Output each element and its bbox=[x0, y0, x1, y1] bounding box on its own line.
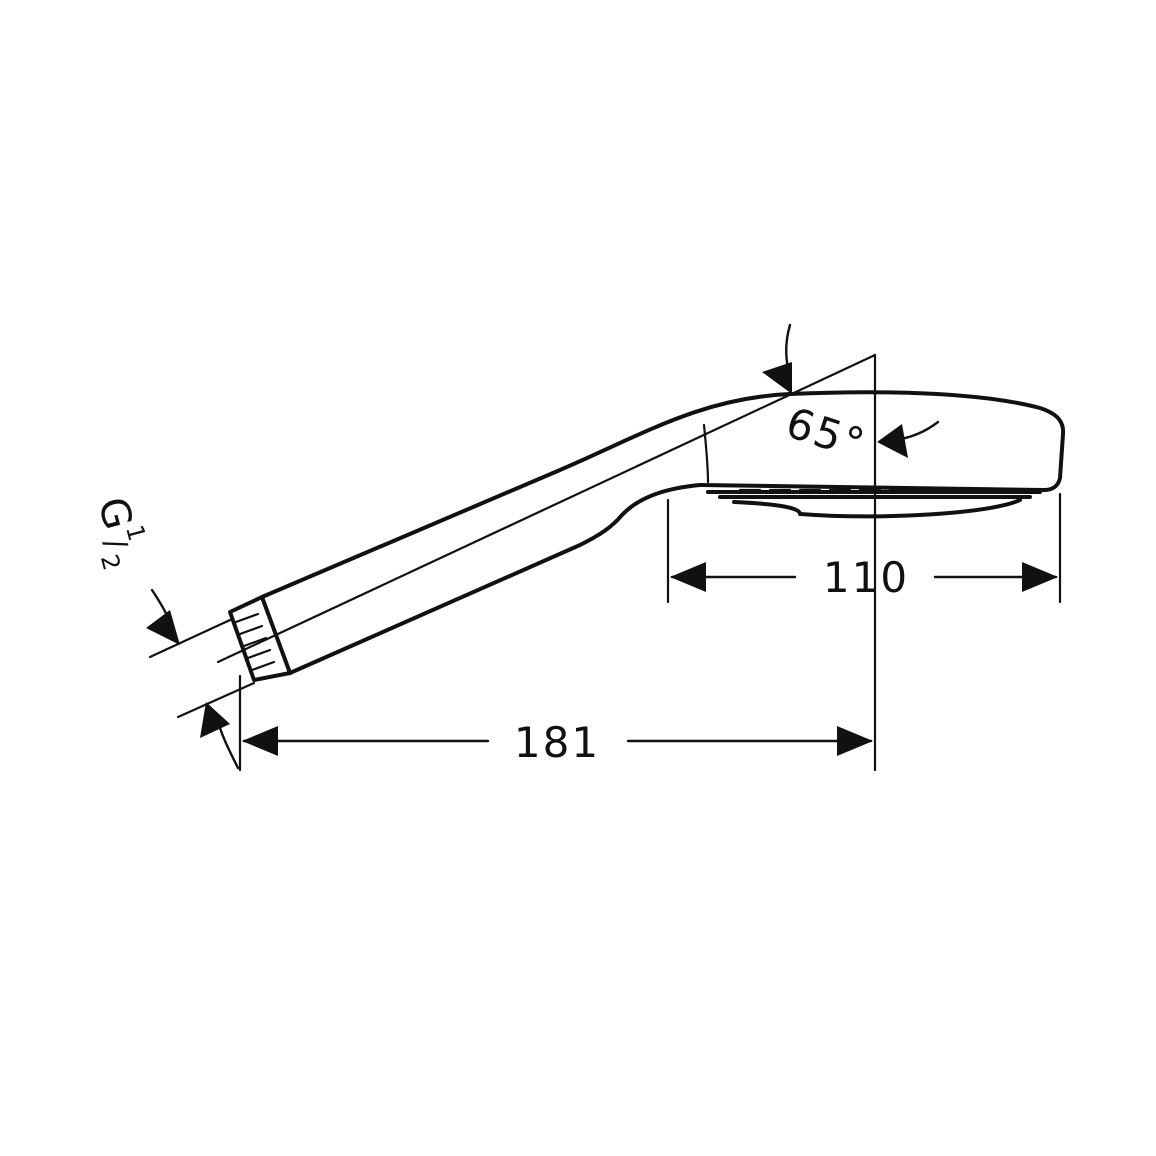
body-top-outline bbox=[260, 390, 1066, 599]
head-front-face bbox=[1042, 432, 1065, 492]
thread-connector bbox=[228, 595, 292, 682]
body-bottom-outline bbox=[288, 483, 702, 675]
thread-callout: G 1 / 2 bbox=[89, 493, 240, 770]
ext-line-thread-bottom bbox=[176, 681, 256, 719]
angle-arrow-top bbox=[762, 362, 792, 394]
dim-181-label: 181 bbox=[514, 718, 600, 767]
thread-arrow-top bbox=[146, 610, 180, 645]
angle-arrow-right bbox=[877, 424, 908, 458]
hand-shower-body bbox=[216, 353, 1066, 682]
thread-leader-bottom bbox=[218, 726, 240, 770]
dimension-angle: 65° bbox=[762, 323, 940, 469]
dim-181-arrow-right bbox=[837, 726, 873, 756]
head-angle-mark bbox=[702, 423, 710, 484]
thread-grooves bbox=[234, 612, 276, 672]
thread-label: G 1 / 2 bbox=[89, 493, 151, 574]
dimension-110: 110 bbox=[670, 553, 1058, 602]
dim-181-arrow-left bbox=[242, 726, 278, 756]
dim-110-label: 110 bbox=[823, 553, 909, 602]
ext-line-thread-top bbox=[148, 618, 232, 659]
handle-centre-line bbox=[216, 353, 877, 664]
extension-lines bbox=[148, 353, 1062, 772]
thread-fraction-slash: / bbox=[97, 535, 134, 555]
angle-label: 65° bbox=[780, 398, 872, 469]
dim-110-arrow-right bbox=[1022, 562, 1058, 592]
thread-arrow-bottom bbox=[200, 702, 230, 738]
thread-numerator: 1 bbox=[120, 522, 151, 544]
dimension-181: 181 bbox=[242, 718, 873, 767]
dim-110-arrow-left bbox=[670, 562, 706, 592]
thread-denominator: 2 bbox=[95, 551, 126, 573]
